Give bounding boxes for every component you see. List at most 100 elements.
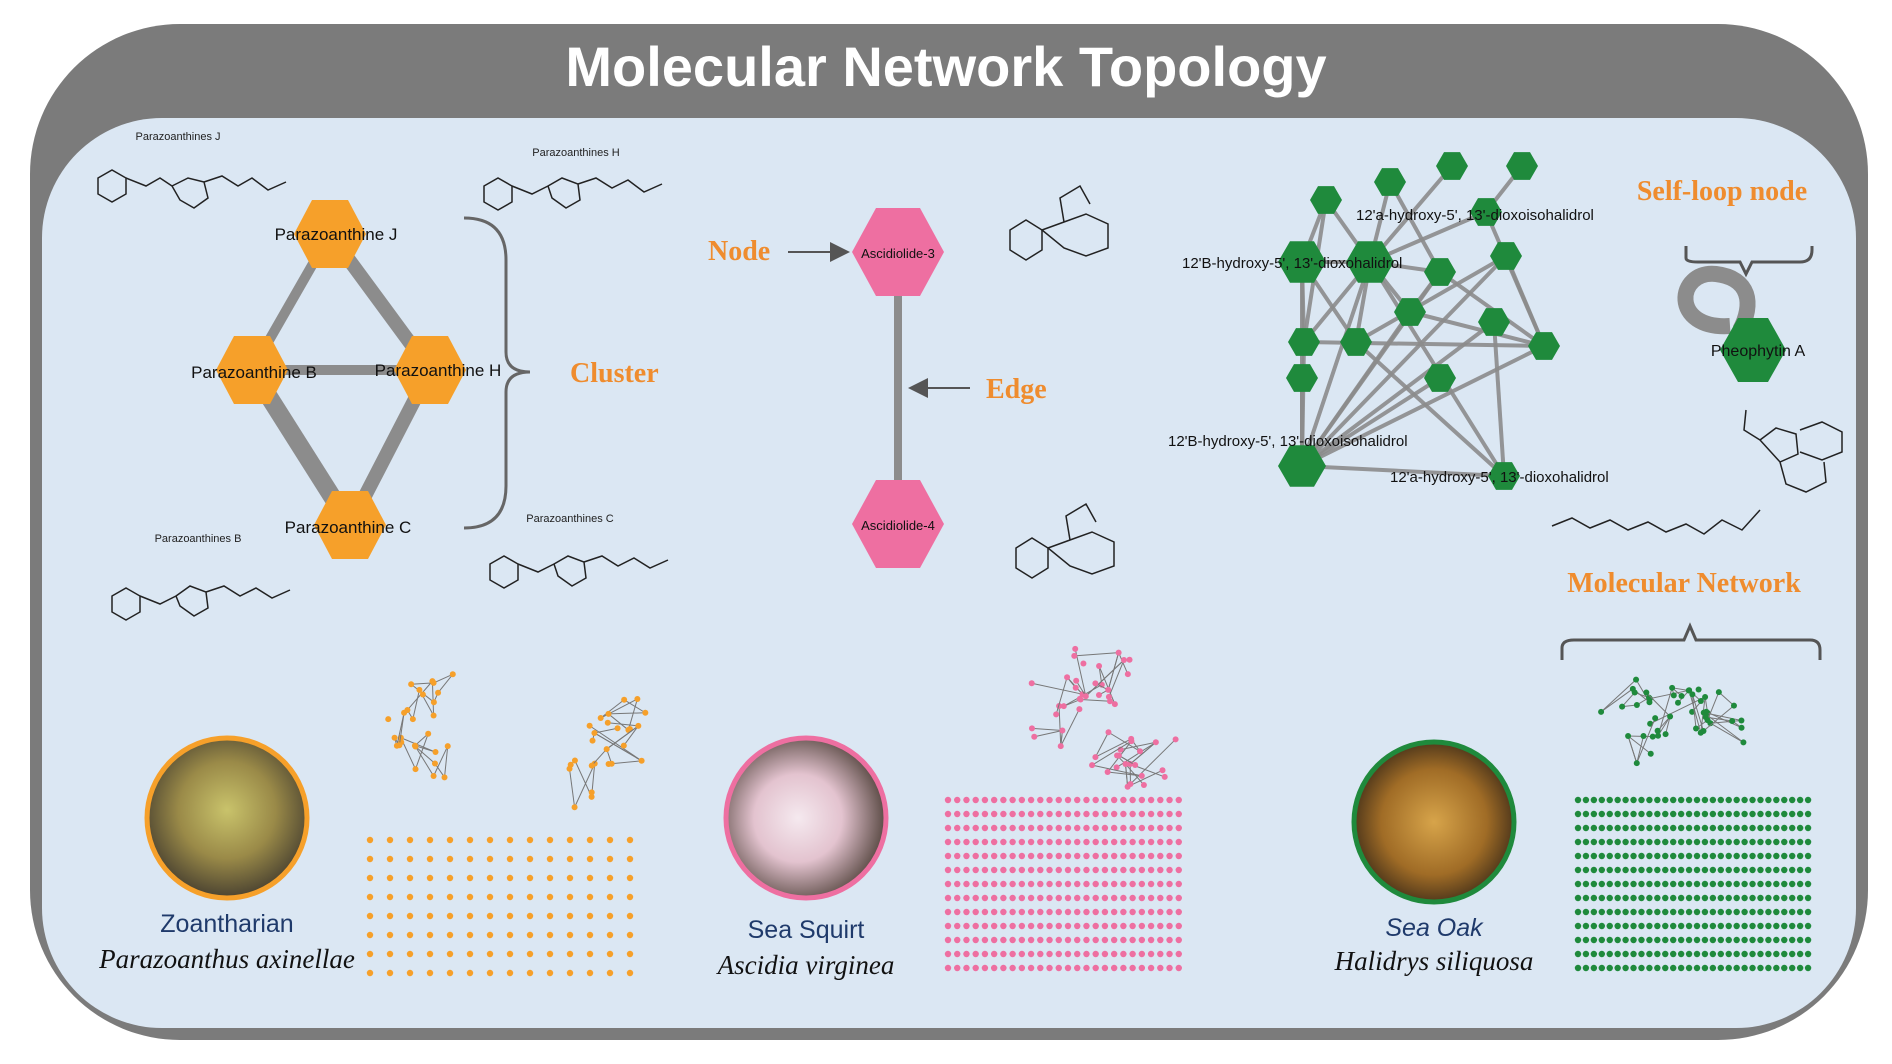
mini-node [1064, 950, 1072, 958]
green-network-edge [1300, 376, 1442, 468]
mini-node [1000, 894, 1007, 902]
mini-node [1749, 908, 1756, 916]
mini-node [466, 912, 474, 920]
mini-node [1685, 922, 1693, 930]
mini-node [1175, 852, 1182, 860]
mini-node [1709, 950, 1717, 958]
mini-node [1072, 645, 1079, 652]
mini-node [526, 874, 534, 882]
mini-node [1074, 810, 1081, 818]
mini-node [1018, 796, 1026, 804]
mini-node [1622, 950, 1629, 958]
mini-node [1027, 894, 1035, 902]
cluster-graph: Parazoanthine J Parazoanthine B Parazoan… [191, 200, 501, 559]
node-label-ascidiolide-3: Ascidiolide-3 [861, 246, 935, 261]
mini-node [944, 824, 952, 832]
mini-node [1725, 950, 1732, 958]
mini-node [1157, 894, 1164, 902]
mini-node [1027, 838, 1035, 846]
mini-node [1773, 838, 1780, 846]
mini-node [571, 757, 578, 764]
mini-node [1083, 824, 1090, 832]
mini-node [1166, 950, 1173, 958]
mini-node [1037, 810, 1044, 818]
mini-node [1157, 796, 1164, 804]
mini-node [1064, 936, 1072, 944]
mini-node [626, 855, 634, 863]
mini-edge [1060, 708, 1080, 747]
mini-node [1037, 838, 1044, 846]
mini-node [1055, 852, 1062, 860]
mini-node [526, 969, 534, 977]
mini-edge [1710, 722, 1744, 743]
mini-node [1709, 908, 1717, 916]
mini-node [1781, 810, 1788, 818]
mini-node [586, 836, 594, 844]
mini-node [1757, 824, 1764, 832]
mini-edge [594, 732, 642, 762]
mini-node [1654, 727, 1661, 734]
mini-node [972, 964, 979, 972]
mini-node [1157, 936, 1164, 944]
mini-node [1157, 880, 1164, 888]
mini-node [1701, 810, 1709, 818]
mini-node [1757, 950, 1764, 958]
mini-node [1670, 692, 1677, 699]
mini-node [1175, 810, 1182, 818]
mini-node [1717, 880, 1725, 888]
mini-edge [1649, 689, 1690, 700]
mini-node [1717, 894, 1725, 902]
mini-node [954, 964, 961, 972]
mini-node [1622, 908, 1629, 916]
mini-node [1101, 894, 1109, 902]
mini-node [1083, 852, 1090, 860]
structure-label-parazoanthines-j: Parazoanthines J [136, 131, 221, 143]
mini-node [1693, 810, 1701, 818]
mini-node [419, 691, 426, 698]
mini-node [1175, 894, 1182, 902]
mini-node [1110, 936, 1118, 944]
mini-node [1630, 964, 1637, 972]
mini-node [1725, 908, 1732, 916]
mini-node [1129, 908, 1136, 916]
mini-node [426, 969, 434, 977]
mini-node [604, 719, 611, 726]
mini-node [1654, 964, 1661, 972]
mini-node [1804, 936, 1812, 944]
mini-node [1630, 880, 1637, 888]
mini-node [1655, 732, 1662, 739]
mini-node [1175, 922, 1182, 930]
mini-node [1074, 880, 1081, 888]
mini-node [430, 773, 437, 780]
mini-node [466, 931, 474, 939]
structure-label-parazoanthines-b: Parazoanthines B [155, 533, 242, 545]
mini-node [1046, 922, 1053, 930]
mini-node [1009, 950, 1016, 958]
mini-node [1606, 894, 1613, 902]
mini-node [1693, 725, 1700, 732]
mini-node [1693, 950, 1701, 958]
mini-node [1717, 838, 1725, 846]
mini-node [1110, 950, 1118, 958]
mini-node [1074, 908, 1081, 916]
mini-node [1037, 852, 1044, 860]
mini-node [1110, 880, 1118, 888]
mini-node [406, 874, 414, 882]
green-network-edge [1354, 340, 1506, 478]
mini-edge [1703, 705, 1735, 732]
mini-node [1064, 964, 1072, 972]
mini-node [1138, 772, 1145, 779]
mini-node [1638, 936, 1645, 944]
mini-node [1120, 922, 1127, 930]
mini-edge [1636, 717, 1656, 764]
mini-node [1693, 894, 1701, 902]
mini-node [1172, 736, 1179, 743]
mini-node [1709, 936, 1717, 944]
mini-node [1738, 724, 1745, 731]
mini-node [1662, 796, 1669, 804]
mini-node [1646, 922, 1653, 930]
green-network-node [1288, 328, 1320, 356]
mini-node [1701, 852, 1709, 860]
mini-node [1630, 908, 1637, 916]
mini-node [1749, 894, 1756, 902]
